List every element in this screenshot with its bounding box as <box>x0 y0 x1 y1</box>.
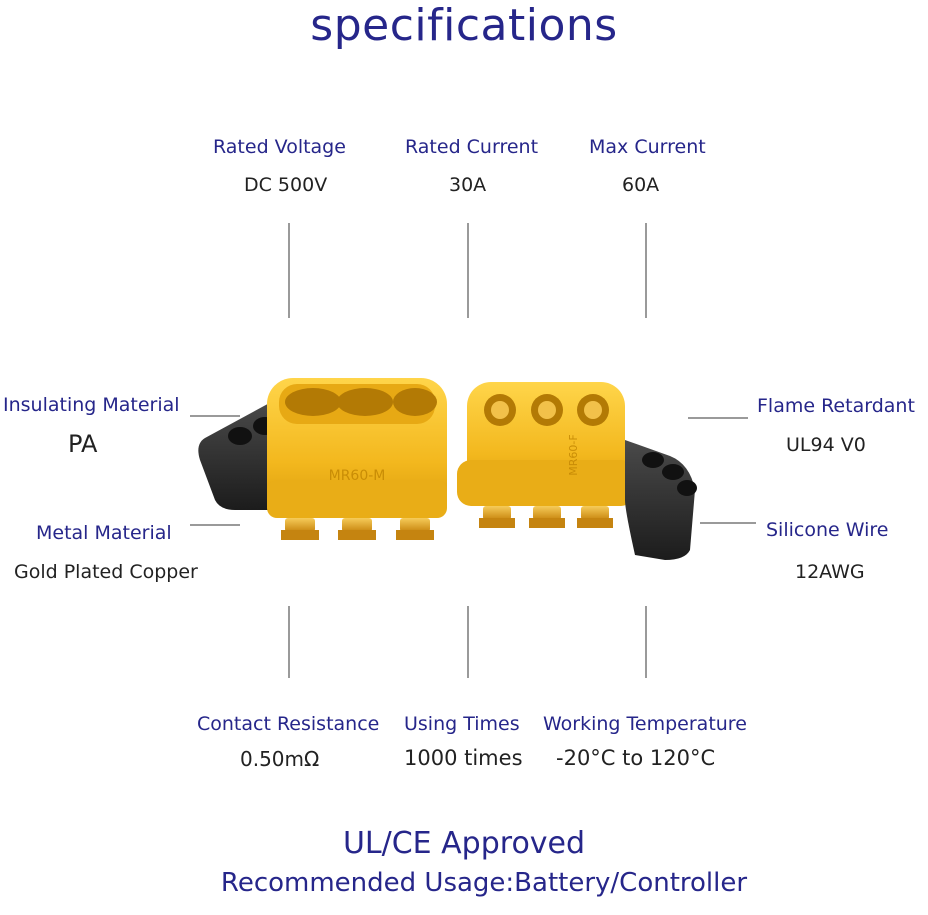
contact-resistance-value: 0.50mΩ <box>240 747 320 771</box>
metal-material-label: Metal Material <box>36 522 172 544</box>
using-times-label: Using Times <box>404 713 520 735</box>
working-temperature-value: -20°C to 120°C <box>556 746 716 770</box>
approval-text: UL/CE Approved <box>342 826 586 861</box>
flame-retardant-value: UL94 V0 <box>786 434 866 456</box>
male-connector: MR60-M <box>267 378 447 540</box>
using-times-value: 1000 times <box>404 746 523 770</box>
metal-material-value: Gold Plated Copper <box>14 561 198 583</box>
right-wire-housing <box>625 440 697 560</box>
working-temperature-label: Working Temperature <box>543 713 747 735</box>
silicone-wire-leader-line <box>700 522 756 524</box>
connector-pair-image: MR60-M MR60-F <box>198 378 697 560</box>
silicone-wire-label: Silicone Wire <box>766 519 889 541</box>
contact-resistance-leader-line <box>288 606 290 678</box>
contact-resistance-label: Contact Resistance <box>197 713 380 735</box>
insulating-material-label: Insulating Material <box>3 394 180 416</box>
using-times-leader-line <box>467 606 469 678</box>
page-title: specifications <box>310 0 618 51</box>
working-temperature-leader-line <box>645 606 647 678</box>
flame-retardant-label: Flame Retardant <box>757 395 915 417</box>
female-connector-marking: MR60-F <box>567 434 580 475</box>
left-wire-housing <box>198 400 277 510</box>
rated-voltage-leader-line <box>288 223 290 318</box>
rated-voltage-value: DC 500V <box>244 174 328 196</box>
rated-current-leader-line <box>467 223 469 318</box>
rated-current-label: Rated Current <box>405 136 539 158</box>
flame-retardant-leader-line <box>688 417 748 419</box>
max-current-label: Max Current <box>589 136 706 158</box>
recommended-usage-text: Recommended Usage:Battery/Controller <box>220 868 748 898</box>
metal-material-leader-line <box>190 524 240 526</box>
max-current-leader-line <box>645 223 647 318</box>
max-current-value: 60A <box>622 174 660 196</box>
male-connector-marking: MR60-M <box>329 468 386 484</box>
rated-voltage-label: Rated Voltage <box>213 136 346 158</box>
rated-current-value: 30A <box>449 174 487 196</box>
insulating-material-value: PA <box>68 430 98 458</box>
insulating-material-leader-line <box>190 415 240 417</box>
silicone-wire-value: 12AWG <box>795 561 865 583</box>
female-connector: MR60-F <box>457 382 635 528</box>
